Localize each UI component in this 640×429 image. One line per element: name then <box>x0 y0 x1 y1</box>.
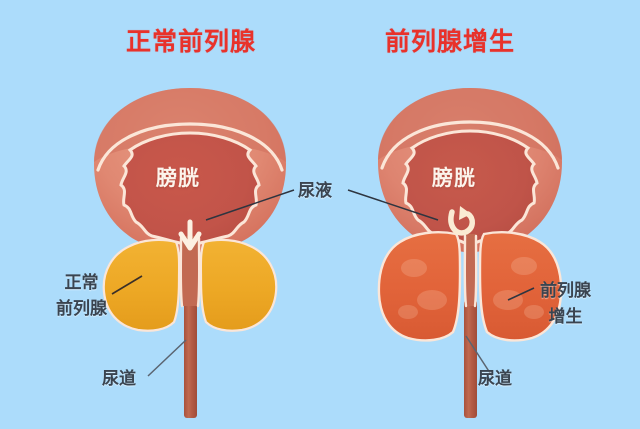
panel-title-normal: 正常前列腺 <box>126 28 257 56</box>
bladder-wall-highlight-bph <box>380 120 560 170</box>
leader-line-urine-right <box>347 189 439 221</box>
leader-line-urethra-left <box>147 339 187 377</box>
callout-bph-prostate-line2: 增生 <box>548 307 583 326</box>
urethra-tube-bph <box>464 300 477 418</box>
curved-retention-arrow-icon <box>448 209 475 236</box>
compressed-urethra-bph <box>464 234 477 306</box>
normal-prostate-figure <box>94 88 295 418</box>
prostate-lobe-right-normal <box>199 238 278 332</box>
downward-flow-arrow-icon <box>178 219 202 251</box>
panel-title-bph: 前列腺增生 <box>385 28 516 56</box>
callout-urine: 尿液 <box>298 181 332 200</box>
bladder-label-normal: 膀胱 <box>156 167 200 190</box>
urethra-channel-outline-bph <box>463 234 478 308</box>
callout-bph-prostate: 前列腺 增生 <box>540 278 591 330</box>
callout-urethra-normal: 尿道 <box>102 369 136 388</box>
leader-line-bph-prostate <box>507 287 535 301</box>
bph-prostate-figure <box>347 88 563 418</box>
callout-bph-prostate-line1: 前列腺 <box>540 281 591 300</box>
callout-normal-prostate-line2: 前列腺 <box>56 299 107 318</box>
callout-urethra-bph: 尿道 <box>478 369 512 388</box>
retention-arrow-head-icon <box>459 206 471 220</box>
prostatic-urethra-normal <box>180 236 200 306</box>
prostate-lobe-right-bph <box>478 231 563 342</box>
leader-line-urethra-right <box>465 335 493 377</box>
callout-normal-prostate-line1: 正常 <box>64 273 99 292</box>
prostate-lobe-left-bph <box>377 231 462 342</box>
callout-normal-prostate: 正常 前列腺 <box>56 270 107 322</box>
bladder-label-bph: 膀胱 <box>432 167 476 190</box>
leader-line-normal-prostate <box>111 275 143 295</box>
urethra-tube-normal <box>184 300 197 418</box>
leader-line-urine-left <box>205 189 295 221</box>
urethra-channel-outline-normal <box>179 236 201 308</box>
prostate-lobe-left-normal <box>102 238 181 332</box>
bladder-wall-highlight-normal <box>96 122 284 172</box>
